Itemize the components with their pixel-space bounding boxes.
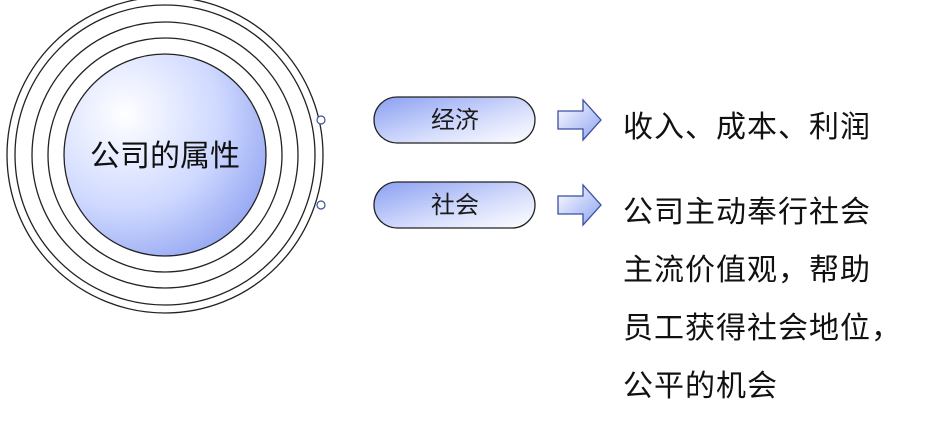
inner-circle: [63, 53, 267, 257]
connector-dot-society: [316, 200, 326, 210]
ring-4: [47, 37, 283, 273]
pill-economy-label: 经济: [431, 106, 479, 134]
pill-society-label: 社会: [431, 191, 479, 219]
society-description-line-1: 公司主动奉行社会: [623, 195, 871, 230]
economy-description: 收入、成本、利润: [623, 110, 871, 145]
ring-3: [31, 21, 299, 289]
concentric-circles: 公司的属性: [6, 0, 324, 314]
society-description-line-4: 公平的机会: [623, 369, 778, 404]
ring-2: [14, 4, 316, 306]
outer-ring: [6, 0, 324, 314]
center-label: 公司的属性: [90, 139, 240, 174]
pill-economy: 经济: [373, 96, 536, 144]
connector-dot-economy: [316, 115, 326, 125]
society-description-line-2: 主流价值观，帮助: [623, 253, 871, 288]
arrow-right-icon: [557, 98, 602, 142]
arrow-right-icon: [557, 183, 602, 227]
society-description-line-3: 员工获得社会地位，: [623, 311, 902, 346]
pill-society: 社会: [373, 181, 536, 229]
